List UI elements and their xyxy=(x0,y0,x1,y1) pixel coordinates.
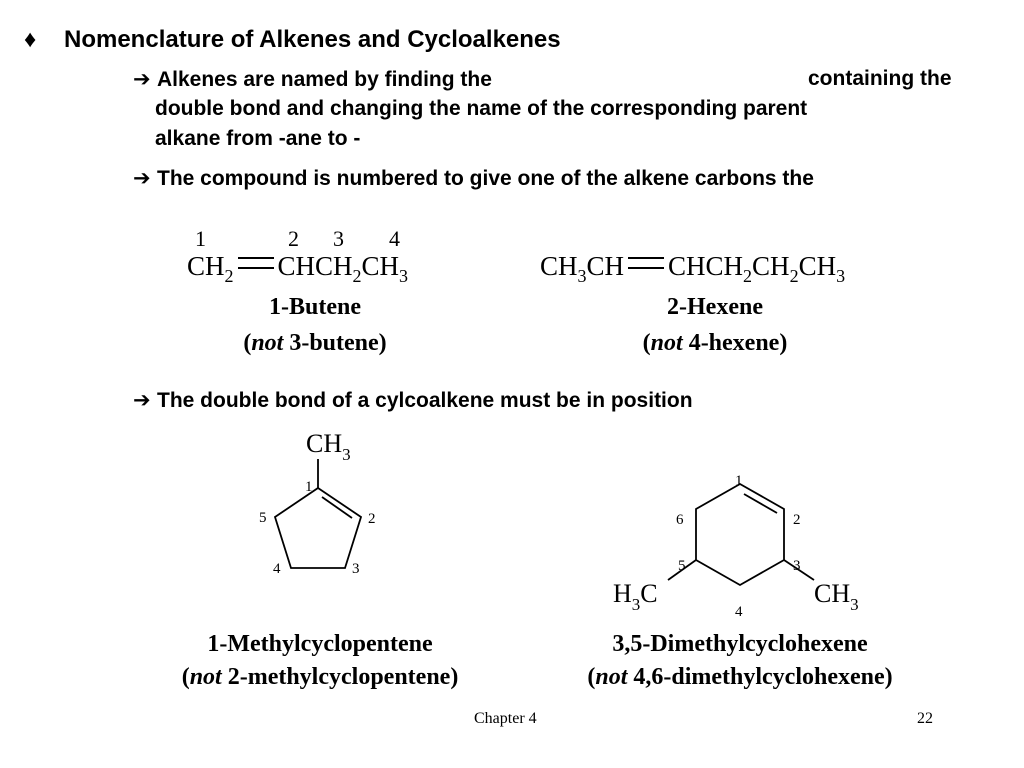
hexene-not-name: (not 4-hexene) xyxy=(642,330,788,356)
ring-number: 5 xyxy=(678,558,686,574)
point-1-text-a: Alkenes are named by finding the xyxy=(157,68,492,91)
ring-number: 1 xyxy=(735,473,743,489)
dimethylcyclohexene-name: 3,5-Dimethylcyclohexene xyxy=(612,631,868,657)
butene-carbon-number: 3 xyxy=(333,226,344,251)
point-2: ➔ The compound is numbered to give one of… xyxy=(133,166,814,191)
right-methyl-label: CH3 xyxy=(814,579,859,614)
double-bond-icon xyxy=(628,257,665,269)
left-methyl-label: H3C xyxy=(613,579,658,614)
ring-number: 3 xyxy=(793,558,801,574)
butene-not-name: (not 3-butene) xyxy=(243,330,387,356)
point-3: ➔ The double bond of a cylcoalkene must b… xyxy=(133,388,693,413)
cyclohexene-ring xyxy=(695,482,785,587)
methylcyclopentene-structure: CH3 1 2 3 4 5 xyxy=(259,429,376,577)
point-1-line-1: ➔ Alkenes are named by finding the xyxy=(133,67,492,92)
diamond-bullet-icon: ♦ xyxy=(24,26,37,53)
footer-chapter: Chapter 4 xyxy=(474,710,537,727)
ring-number: 2 xyxy=(793,512,801,528)
ring-number: 4 xyxy=(273,561,281,577)
arrow-icon: ➔ xyxy=(133,68,151,91)
point-1-line-3: alkane from -ane to - xyxy=(155,127,361,150)
methylcyclopentene-name: 1-Methylcyclopentene xyxy=(207,631,433,657)
point-1-line-2: double bond and changing the name of the… xyxy=(155,97,808,120)
arrow-icon: ➔ xyxy=(133,167,151,190)
ring-number: 1 xyxy=(305,479,313,495)
ring-double-bond xyxy=(321,496,353,519)
ring-number: 6 xyxy=(676,512,684,528)
butene-name: 1-Butene xyxy=(269,294,361,320)
slide-heading: ♦ Nomenclature of Alkenes and Cycloalkene… xyxy=(24,26,561,54)
methylcyclopentene-not-name: (not 2-methylcyclopentene) xyxy=(181,664,459,690)
ring-number: 4 xyxy=(735,604,743,620)
left-methyl-bond xyxy=(667,559,697,581)
ring-number: 3 xyxy=(352,561,360,577)
hexene-name: 2-Hexene xyxy=(667,294,763,320)
methyl-group-label: CH3 xyxy=(306,429,351,464)
point-3-text: The double bond of a cylcoalkene must be… xyxy=(157,389,693,412)
right-methyl-bond xyxy=(783,559,815,581)
dimethylcyclohexene-not-name: (not 4,6-dimethylcyclohexene) xyxy=(587,664,893,690)
double-bond-icon xyxy=(237,257,274,269)
ring-double-bond xyxy=(743,493,778,514)
butene-carbon-number: 2 xyxy=(288,226,299,251)
slide-number: 22 xyxy=(917,710,933,727)
point-1-text-b: containing the xyxy=(808,67,952,90)
dimethylcyclohexene-structure: 1 2 3 4 5 6 H3C CH3 xyxy=(613,473,859,620)
butene-carbon-number: 4 xyxy=(389,226,400,251)
heading-text: Nomenclature of Alkenes and Cycloalkenes xyxy=(64,26,561,53)
butene-carbon-number: 1 xyxy=(195,226,206,251)
ring-number: 5 xyxy=(259,510,267,526)
ring-number: 2 xyxy=(368,511,376,527)
point-2-text: The compound is numbered to give one of … xyxy=(157,167,814,190)
arrow-icon: ➔ xyxy=(133,389,151,412)
cyclopentene-ring xyxy=(273,486,363,569)
